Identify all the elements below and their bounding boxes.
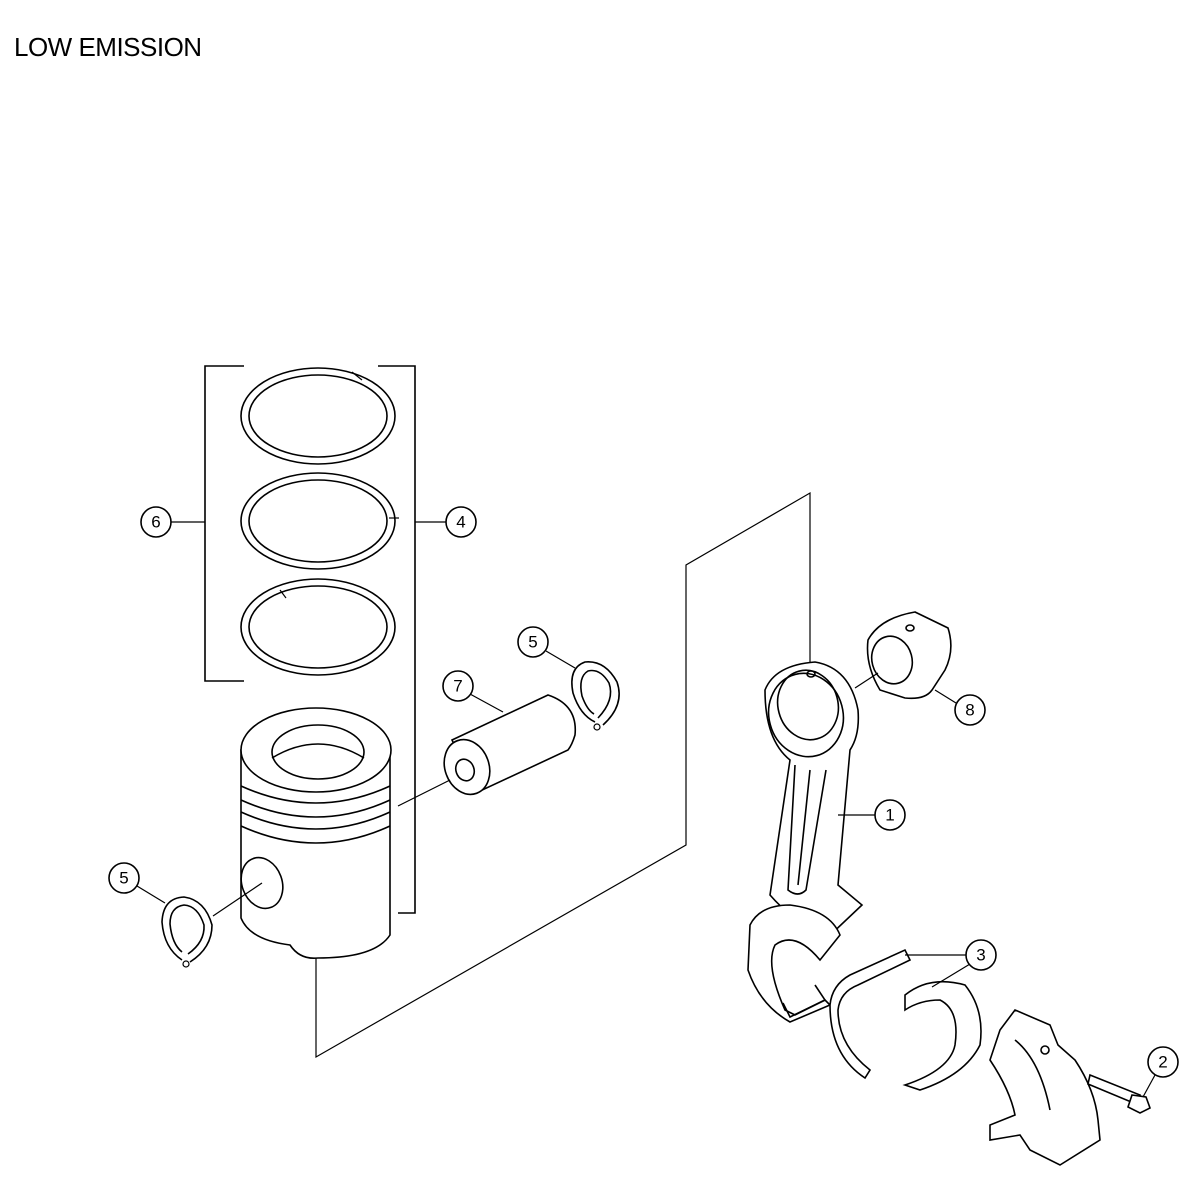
callout-1-label: 1 [885, 806, 894, 825]
callout-5-upper-label: 5 [528, 633, 537, 652]
callout-4-label: 4 [456, 513, 465, 532]
callout-5-lower: 5 [108, 862, 166, 904]
piston-pin[interactable] [437, 694, 577, 801]
callout-6-label: 6 [151, 513, 160, 532]
page-title: LOW EMISSION [14, 32, 202, 62]
callout-5-lower-label: 5 [119, 869, 128, 888]
callout-3-label: 3 [976, 946, 985, 965]
snap-ring-lower[interactable] [161, 896, 213, 968]
rod-bearing-shells[interactable] [829, 948, 982, 1091]
callout-8: 8 [854, 672, 986, 726]
callout-1: 1 [838, 799, 906, 831]
assembly-lines [212, 491, 811, 1059]
connecting-rod[interactable] [747, 661, 864, 1023]
small-end-bushing[interactable] [866, 611, 952, 700]
piston-ring-set[interactable] [204, 365, 416, 914]
callout-3: 3 [905, 939, 997, 988]
callout-7-label: 7 [453, 677, 462, 696]
rod-bolt[interactable] [1087, 1073, 1151, 1114]
callout-8-label: 8 [965, 701, 974, 720]
callout-7: 7 [442, 670, 504, 713]
callout-4: 4 [415, 506, 477, 538]
callout-2: 2 [1142, 1046, 1179, 1098]
callout-5-upper: 5 [517, 626, 576, 669]
rod-cap[interactable] [989, 1009, 1101, 1166]
piston[interactable] [234, 707, 392, 960]
callout-2-label: 2 [1158, 1053, 1167, 1072]
callout-6: 6 [140, 506, 205, 538]
snap-ring-upper[interactable] [571, 661, 620, 731]
